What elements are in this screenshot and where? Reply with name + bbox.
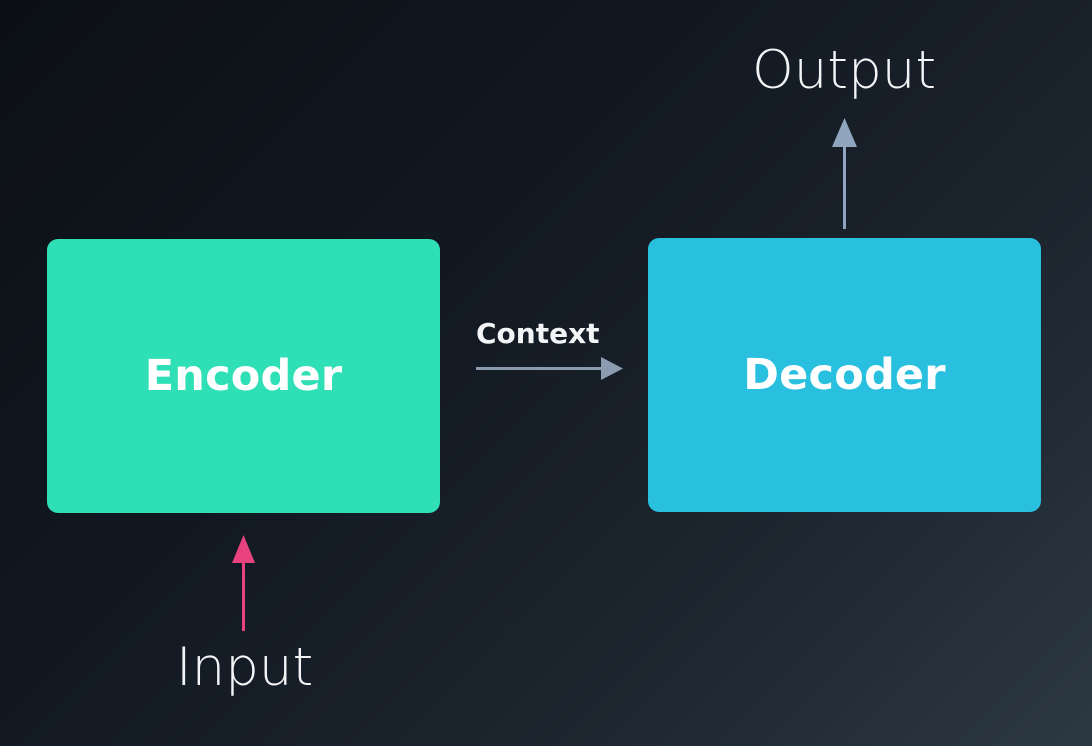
context-arrow-head <box>601 357 623 380</box>
output-arrow-head <box>832 118 857 147</box>
encoder-block[interactable]: Encoder <box>47 239 440 513</box>
context-arrow <box>476 357 623 380</box>
output-label: Output <box>752 40 937 101</box>
decoder-block[interactable]: Decoder <box>648 238 1041 512</box>
output-arrow <box>832 118 857 229</box>
input-arrow-head <box>232 535 255 563</box>
input-arrow <box>232 535 255 631</box>
decoder-block-label: Decoder <box>743 349 946 400</box>
context-label: Context <box>476 317 600 350</box>
input-label: Input <box>176 637 314 698</box>
encoder-block-label: Encoder <box>144 350 343 401</box>
